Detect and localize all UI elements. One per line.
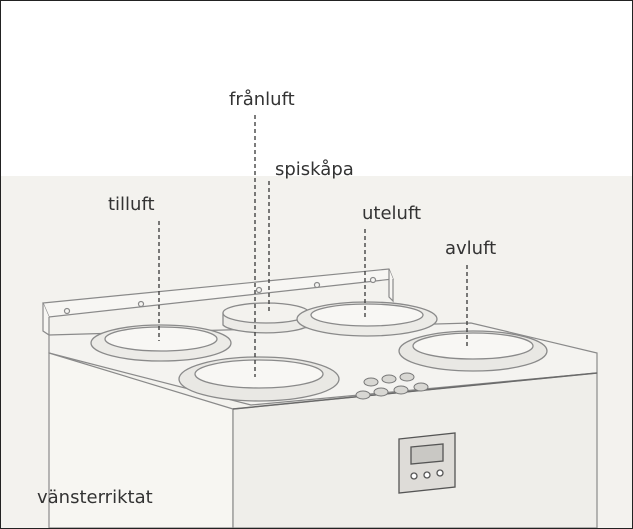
label-franluft: frånluft: [229, 89, 295, 110]
control-panel: [398, 432, 456, 494]
label-tilluft: tilluft: [108, 194, 155, 215]
unit-left-panel: [48, 352, 234, 528]
mounting-rail: [42, 268, 394, 337]
label-avluft: avluft: [445, 238, 497, 259]
orientation-label: vänsterriktat: [37, 487, 153, 508]
duct-collars: [90, 301, 548, 402]
label-uteluft: uteluft: [362, 203, 422, 224]
label-spiskapa: spiskåpa: [275, 159, 354, 180]
cable-glands: [355, 372, 429, 400]
leader-lines: [158, 115, 468, 377]
